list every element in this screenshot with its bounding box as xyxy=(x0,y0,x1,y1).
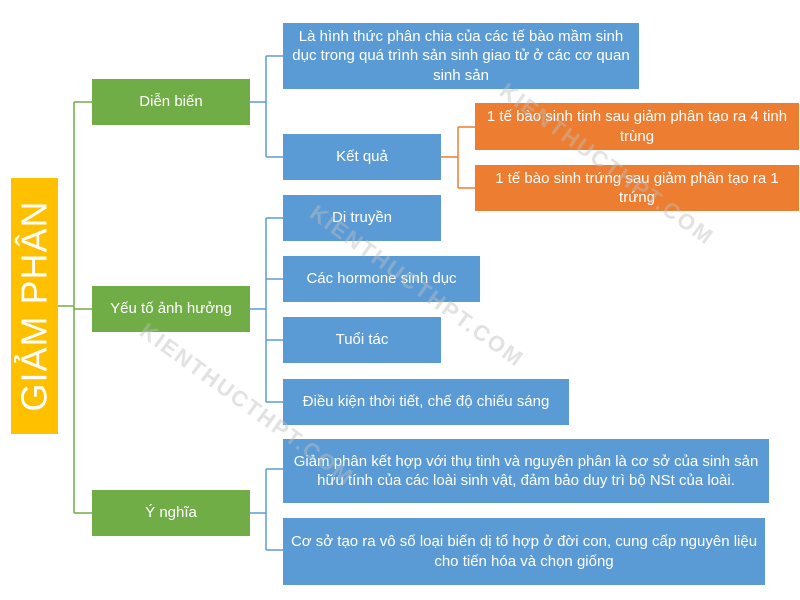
node-label: Tuổi tác xyxy=(335,331,389,349)
branch-dien-bien: Diễn biến xyxy=(92,79,250,125)
node-dinh-nghia: Là hình thức phân chia của các tế bào mầ… xyxy=(283,23,639,89)
node-bien-di-to-hop: Cơ sở tạo ra vô số loại biến dị tổ hợp ở… xyxy=(283,518,765,585)
node-label: Điều kiện thời tiết, chế độ chiếu sáng xyxy=(302,393,550,411)
result-label: 1 tế bào sinh tinh sau giảm phân tạo ra … xyxy=(486,108,788,145)
result-trung: 1 tế bào sinh trứng sau giảm phân tạo ra… xyxy=(475,165,799,211)
node-label: Di truyền xyxy=(331,209,393,227)
branch-y-nghia: Ý nghĩa xyxy=(92,490,250,536)
node-hormone-sinh-duc: Các hormone sinh dục xyxy=(283,256,480,302)
root-label: GIẢM PHÂN xyxy=(13,200,55,412)
node-label: Giảm phân kết hợp với thụ tinh và nguyên… xyxy=(293,452,759,490)
branch-label: Yếu tố ảnh hưởng xyxy=(110,300,232,318)
branch-label: Ý nghĩa xyxy=(145,504,197,522)
result-label: 1 tế bào sinh trứng sau giảm phân tạo ra… xyxy=(495,169,779,207)
node-tuoi-tac: Tuổi tác xyxy=(283,317,441,363)
node-ket-qua: Kết quả xyxy=(283,134,441,180)
node-label: Kết quả xyxy=(336,148,388,166)
node-di-truyen: Di truyền xyxy=(283,195,441,241)
node-label: Là hình thức phân chia của các tế bào mầ… xyxy=(292,27,630,84)
node-label: Các hormone sinh dục xyxy=(306,270,457,288)
result-tinh-trung: 1 tế bào sinh tinh sau giảm phân tạo ra … xyxy=(475,103,799,150)
root-node: GIẢM PHÂN xyxy=(11,178,58,434)
branch-yeu-to-anh-huong: Yếu tố ảnh hưởng xyxy=(92,286,250,332)
node-label: Cơ sở tạo ra vô số loại biến dị tổ hợp ở… xyxy=(290,533,758,570)
node-co-so-sinh-san: Giảm phân kết hợp với thụ tinh và nguyên… xyxy=(283,439,769,503)
branch-label: Diễn biến xyxy=(139,93,203,111)
node-dieu-kien-thoi-tiet: Điều kiện thời tiết, chế độ chiếu sáng xyxy=(283,379,569,425)
